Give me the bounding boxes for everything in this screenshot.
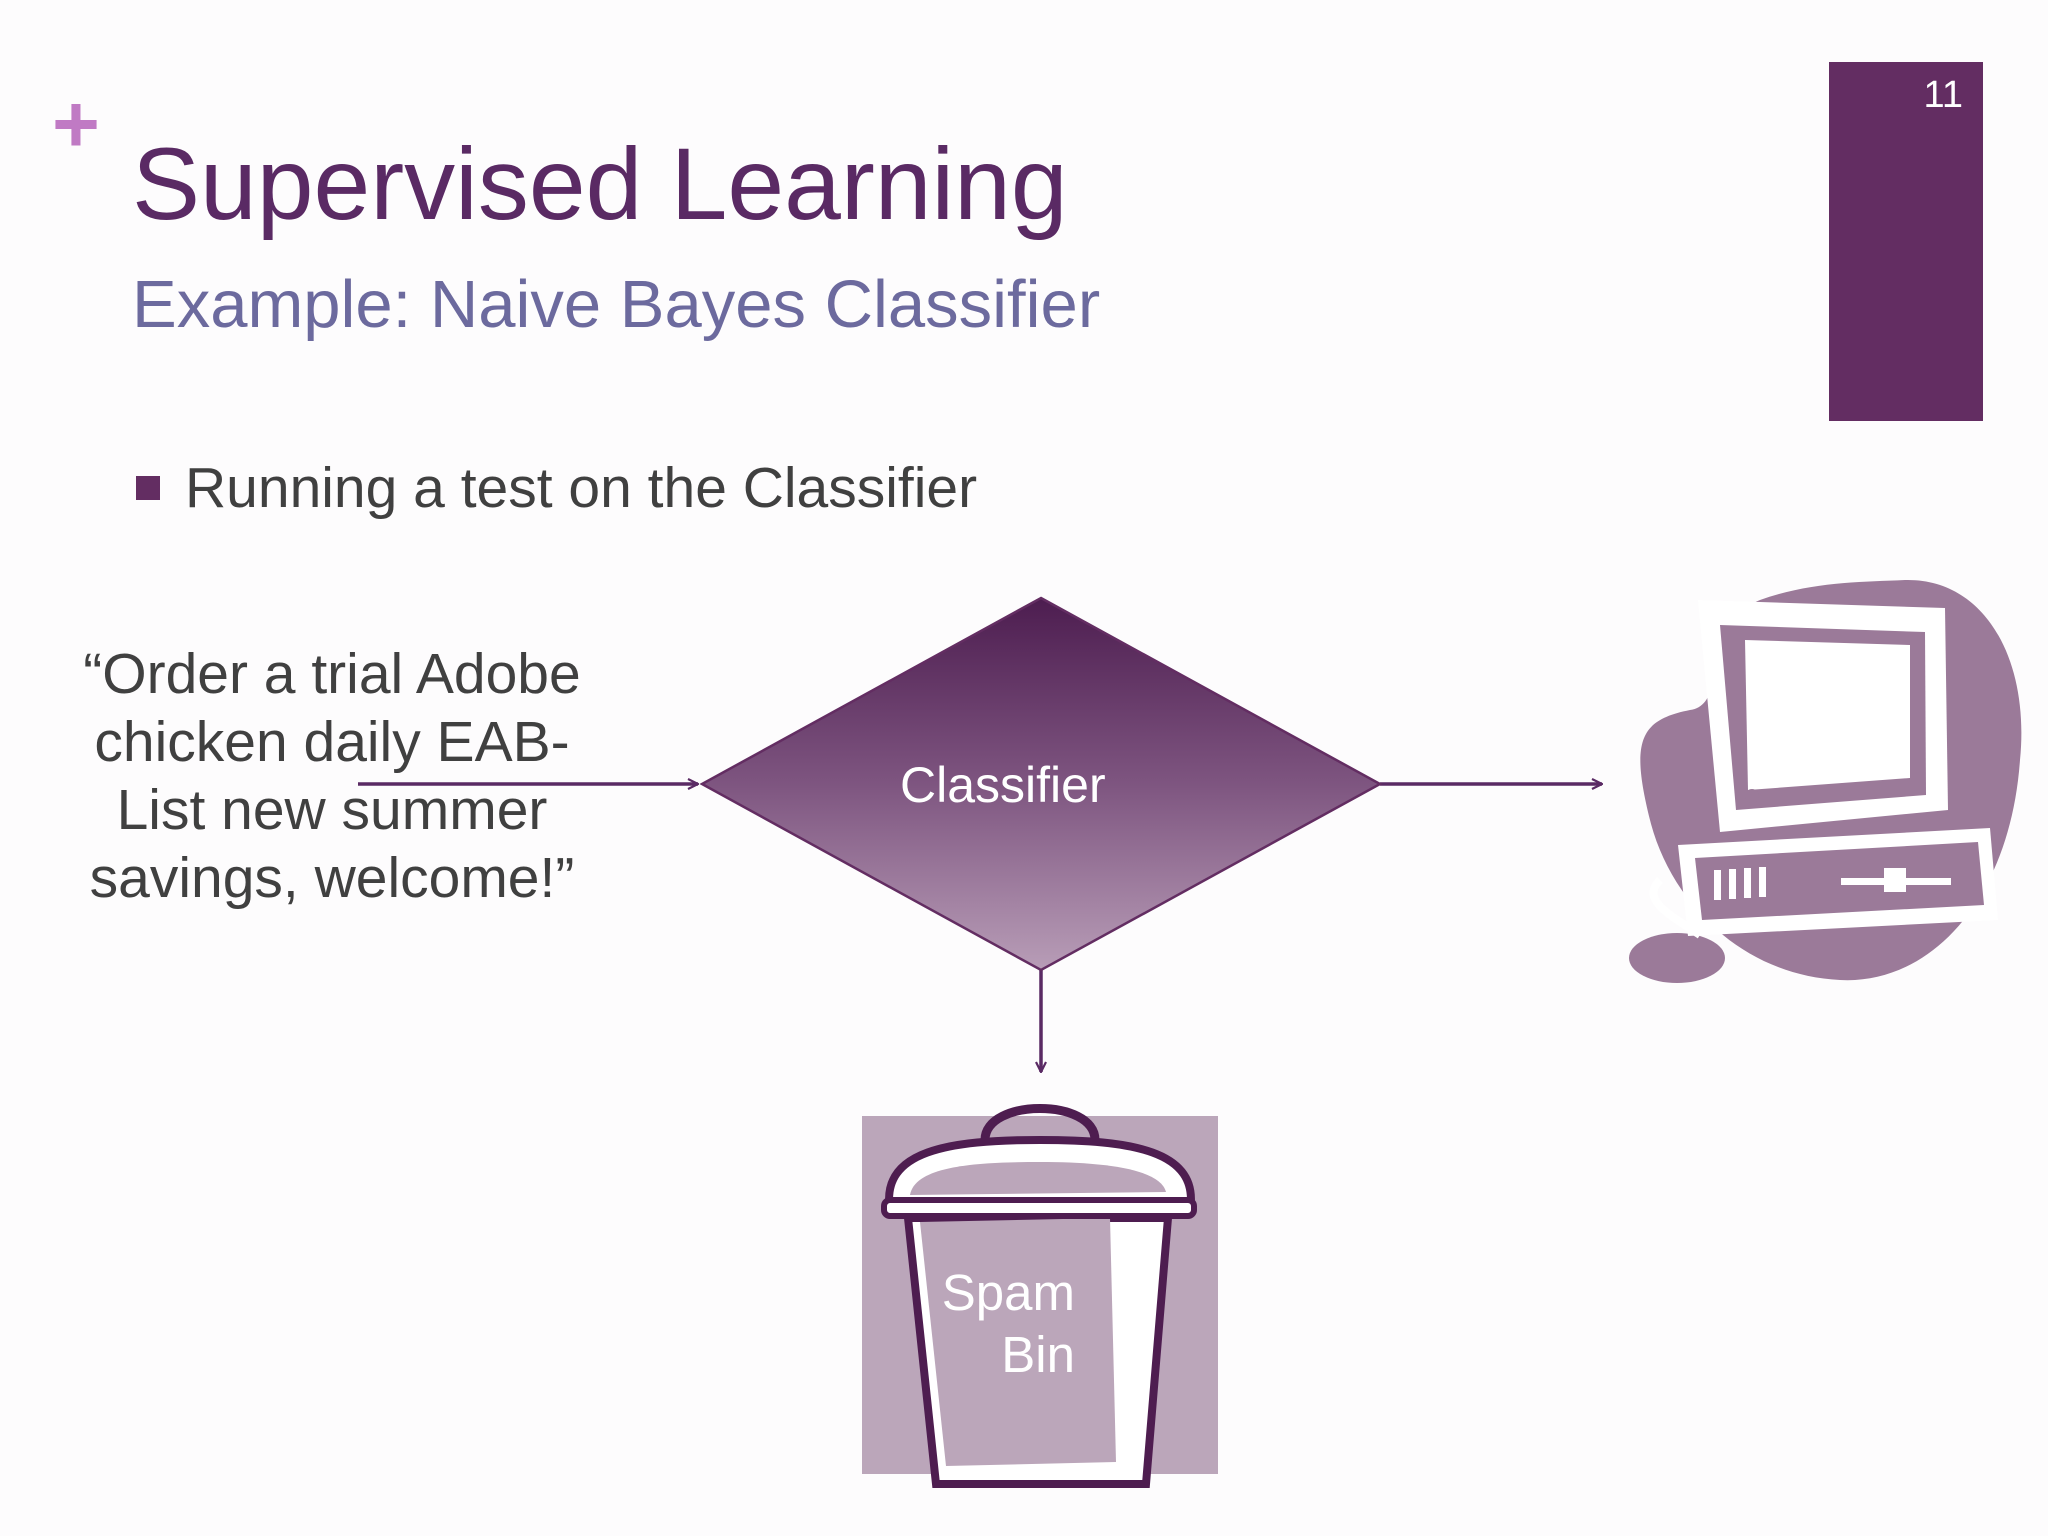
slide-subtitle: Example: Naive Bayes Classifier xyxy=(132,267,1101,342)
slide-title: Supervised Learning xyxy=(132,127,1068,241)
trash-can-icon xyxy=(862,1104,1218,1488)
computer-icon xyxy=(1629,579,2022,983)
bullet-item: Running a test on the Classifier xyxy=(136,455,977,521)
plus-icon: + xyxy=(52,79,100,170)
spam-bin-label: Spam Bin xyxy=(941,1264,1075,1383)
classifier-label: Classifier xyxy=(900,757,1106,813)
bullet-text: Running a test on the Classifier xyxy=(185,456,978,520)
bullet-square-icon xyxy=(136,476,160,500)
input-email-text: “Order a trial Adobe chicken daily EAB- … xyxy=(83,642,581,910)
page-number-tab: 11 xyxy=(1829,62,1983,421)
page-number: 11 xyxy=(1923,74,1963,116)
classifier-diamond xyxy=(699,596,1383,972)
